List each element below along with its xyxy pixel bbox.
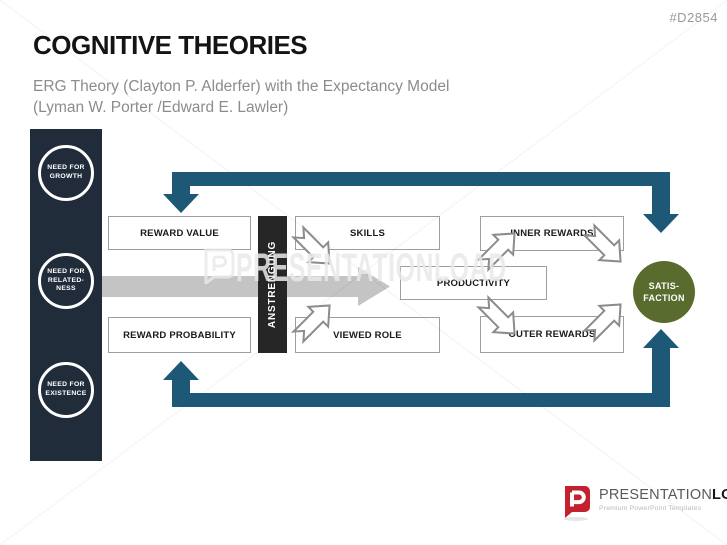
erg-needs-sidebar: NEED FOR GROWTH NEED FOR RELATED- NESS N… [30,129,102,461]
page-subtitle: ERG Theory (Clayton P. Alderfer) with th… [33,78,450,117]
skills-box: SKILLS [295,216,440,250]
effort-bar: ANSTRENGUNG [258,216,287,353]
page-title: COGNITIVE THEORIES [33,30,308,60]
need-existence-circle: NEED FOR EXISTENCE [38,362,94,418]
productivity-box: PRODUCTIVITY [400,266,547,300]
need-growth-circle: NEED FOR GROWTH [38,145,94,201]
effort-bar-label: ANSTRENGUNG [267,240,279,329]
reward-value-box: REWARD VALUE [108,216,251,250]
outer-rewards-box: OUTER REWARDS [480,316,624,353]
viewed-role-box: VIEWED ROLE [295,317,440,353]
brand-name-secondary: LOAD [712,487,727,503]
satisfaction-circle: SATIS- FACTION [633,261,695,323]
brand-logo: PRESENTATIONLOAD® Premium PowerPoint Tem… [562,485,727,522]
reward-probability-box: REWARD PROBABILITY [108,317,251,353]
inner-rewards-box: INNER REWARDS [480,216,624,251]
brand-tagline: Premium PowerPoint Templates [599,504,702,512]
effort-arrow [102,267,390,306]
need-relatedness-circle: NEED FOR RELATED- NESS [38,253,94,309]
watermark-p-icon [204,248,235,284]
doc-code: #D2854 [669,10,718,25]
brand-p-icon [564,486,590,521]
brand-name-primary: PRESENTATION [599,487,713,503]
